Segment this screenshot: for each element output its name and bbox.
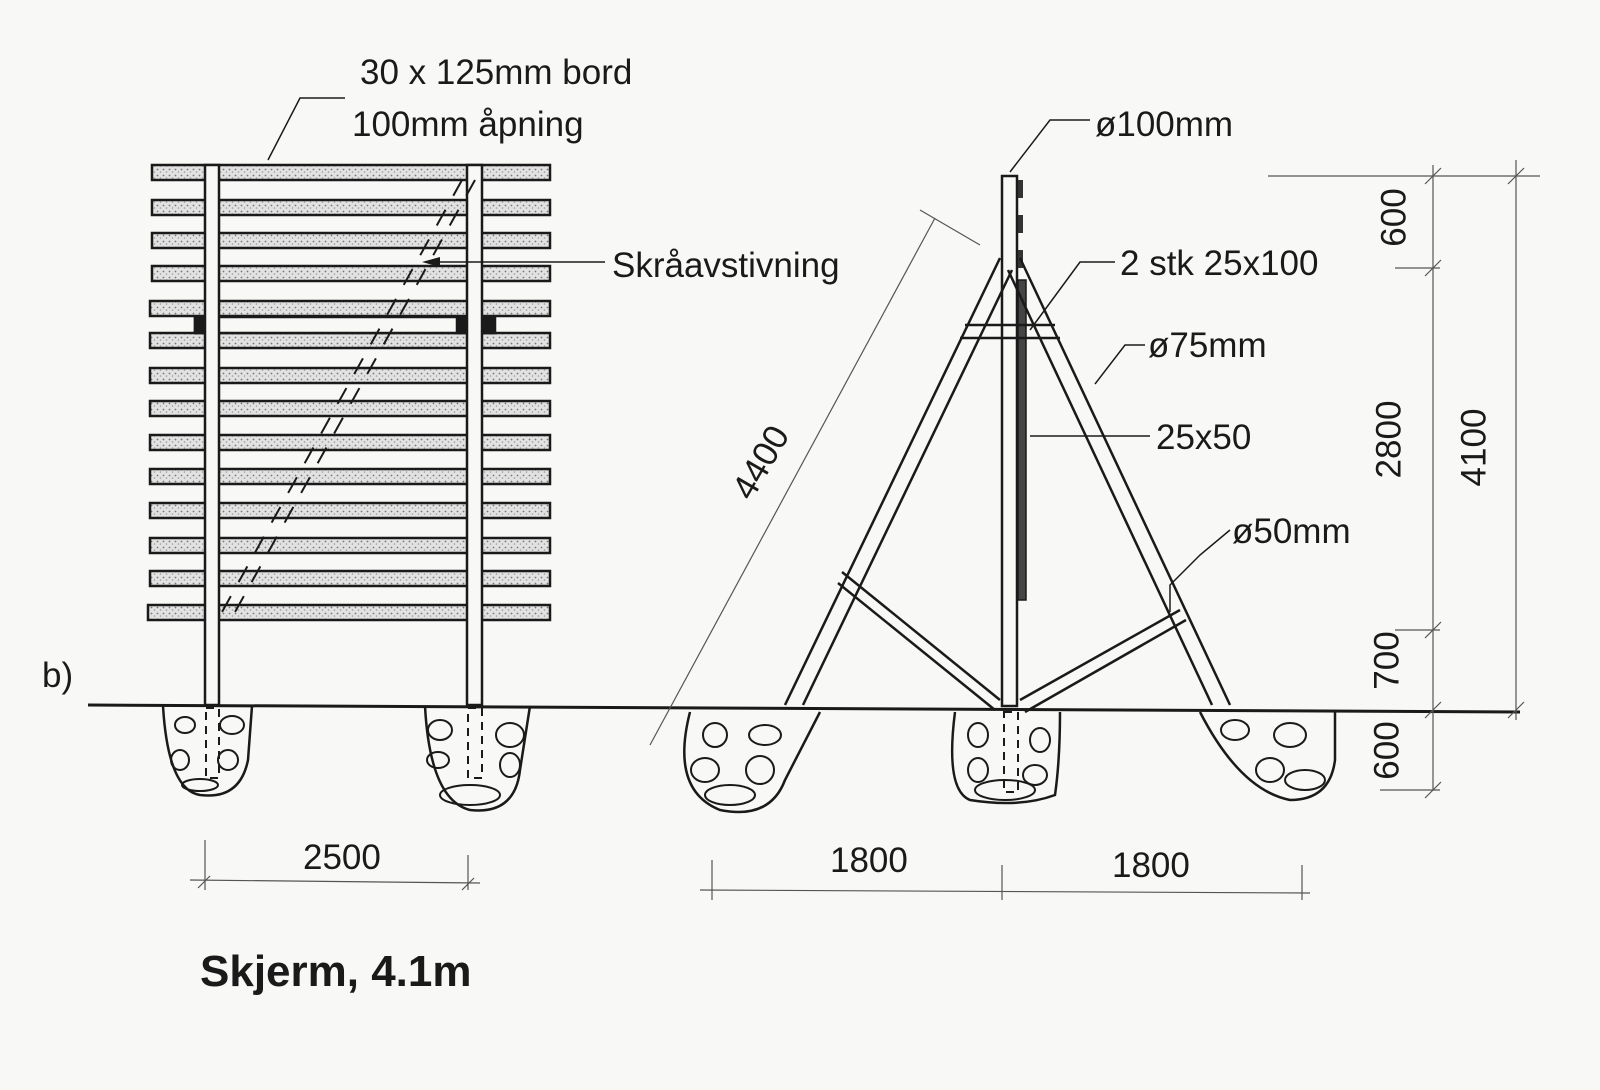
post-spacing-label: 2500 [303, 838, 381, 877]
support-frame [649, 119, 1232, 746]
crossbar-label: 2 stk 25x100 [1120, 244, 1319, 283]
leg-label: ø75mm [1148, 326, 1267, 365]
mast-label: ø100mm [1095, 105, 1234, 144]
dim-vertical [1268, 160, 1540, 799]
figure-caption: Skjerm, 4.1m [200, 947, 472, 996]
dim-1800 [699, 860, 1311, 900]
panel-label: b) [42, 656, 74, 695]
dim-below-ground-label: 600 [1367, 721, 1407, 780]
strut-label: ø50mm [1232, 512, 1351, 551]
board-label: 30 x 125mm bord [360, 53, 633, 92]
ground-line [87, 703, 1521, 714]
dim-middle-label: 2800 [1369, 400, 1409, 479]
dim-lower-label: 700 [1367, 631, 1407, 690]
dim-total-label: 4100 [1454, 408, 1494, 487]
brace-label: Skråavstivning [612, 246, 840, 285]
base-right-label: 1800 [1112, 846, 1190, 885]
batten-label: 25x50 [1156, 418, 1252, 457]
fence-footings [161, 705, 532, 812]
fence-panel [146, 97, 605, 707]
frame-footings [683, 711, 1337, 814]
base-left-label: 1800 [830, 841, 908, 880]
dim-2500 [189, 840, 481, 891]
opening-label: 100mm åpning [352, 105, 584, 144]
dim-top-label: 600 [1374, 188, 1414, 247]
